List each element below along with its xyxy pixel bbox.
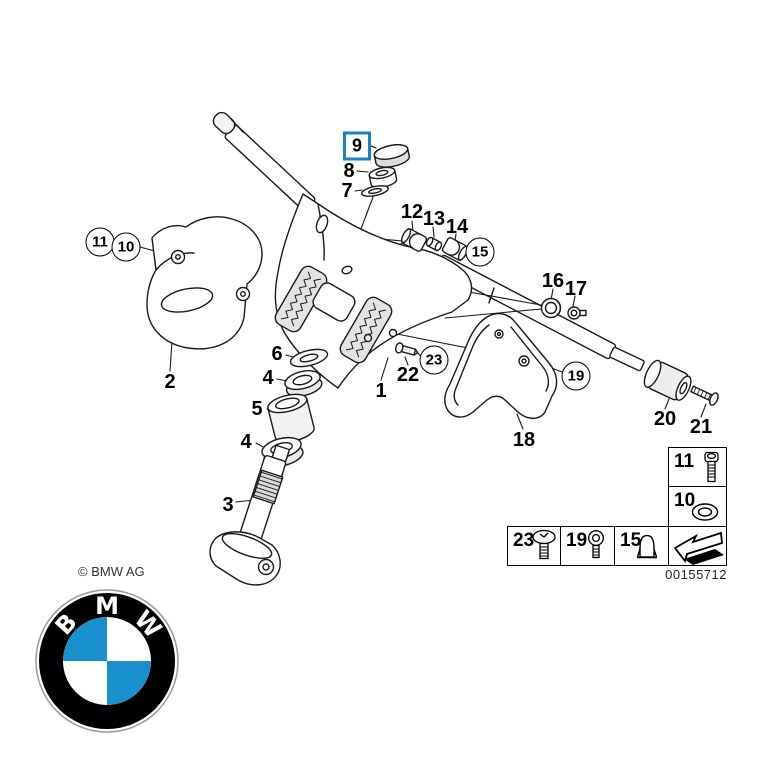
part-clamp-block-14 <box>441 237 469 261</box>
cap-nut-icon <box>636 534 658 559</box>
part-clamp-block-12 <box>400 228 428 252</box>
legend-cell-label: 10 <box>674 490 696 511</box>
part-screw-21 <box>690 385 719 406</box>
bmw-logo: B M W <box>35 589 179 733</box>
logo-quadrant-blue-br <box>107 661 151 705</box>
direction-arrow-icon <box>673 531 724 565</box>
part-bearing-4-upper <box>284 370 323 397</box>
socket-bolt-icon <box>704 451 719 483</box>
part-spacer-5 <box>267 393 315 443</box>
part-knee-pad-18 <box>444 312 558 420</box>
part-steering-stem-3 <box>209 444 291 586</box>
legend-cell-label: 15 <box>620 530 642 551</box>
part-spacer-13 <box>425 236 443 252</box>
document-number: 00155712 <box>665 567 727 582</box>
logo-letter-m: M <box>95 592 119 620</box>
part-washer-7 <box>361 185 389 197</box>
legend-cell-label: 19 <box>566 530 588 551</box>
washer-icon <box>691 503 719 521</box>
part-bar-end-weight-20 <box>643 359 692 401</box>
part-screw-17 <box>567 306 587 320</box>
pan-screw-icon <box>532 529 556 560</box>
legend-cell-15: 15 <box>614 526 669 566</box>
logo-outer-ring <box>35 589 179 733</box>
legend-cell-label: 11 <box>674 451 695 472</box>
copyright-text: © BMW AG <box>78 564 145 579</box>
logo-quadrant-blue-tl <box>63 617 107 661</box>
part-handlebar-right-tube <box>435 254 645 372</box>
short-bolt-icon <box>588 530 604 559</box>
part-clamp-cover <box>146 216 263 350</box>
legend-cell-10: 10 <box>668 486 727 527</box>
part-bolt-22 <box>394 342 419 356</box>
legend-cell-arrow <box>668 526 727 566</box>
legend-cell-23: 23 <box>507 526 561 566</box>
part-washer-6 <box>289 348 329 368</box>
part-cap-9 <box>373 144 410 168</box>
legend-cell-19: 19 <box>560 526 615 566</box>
legend-cell-11: 11 <box>668 447 727 487</box>
part-handlebar-left-tube <box>212 111 316 212</box>
part-grommet-16 <box>540 297 562 319</box>
part-upper-bracket <box>274 193 473 389</box>
legend-cell-label: 23 <box>513 530 535 551</box>
